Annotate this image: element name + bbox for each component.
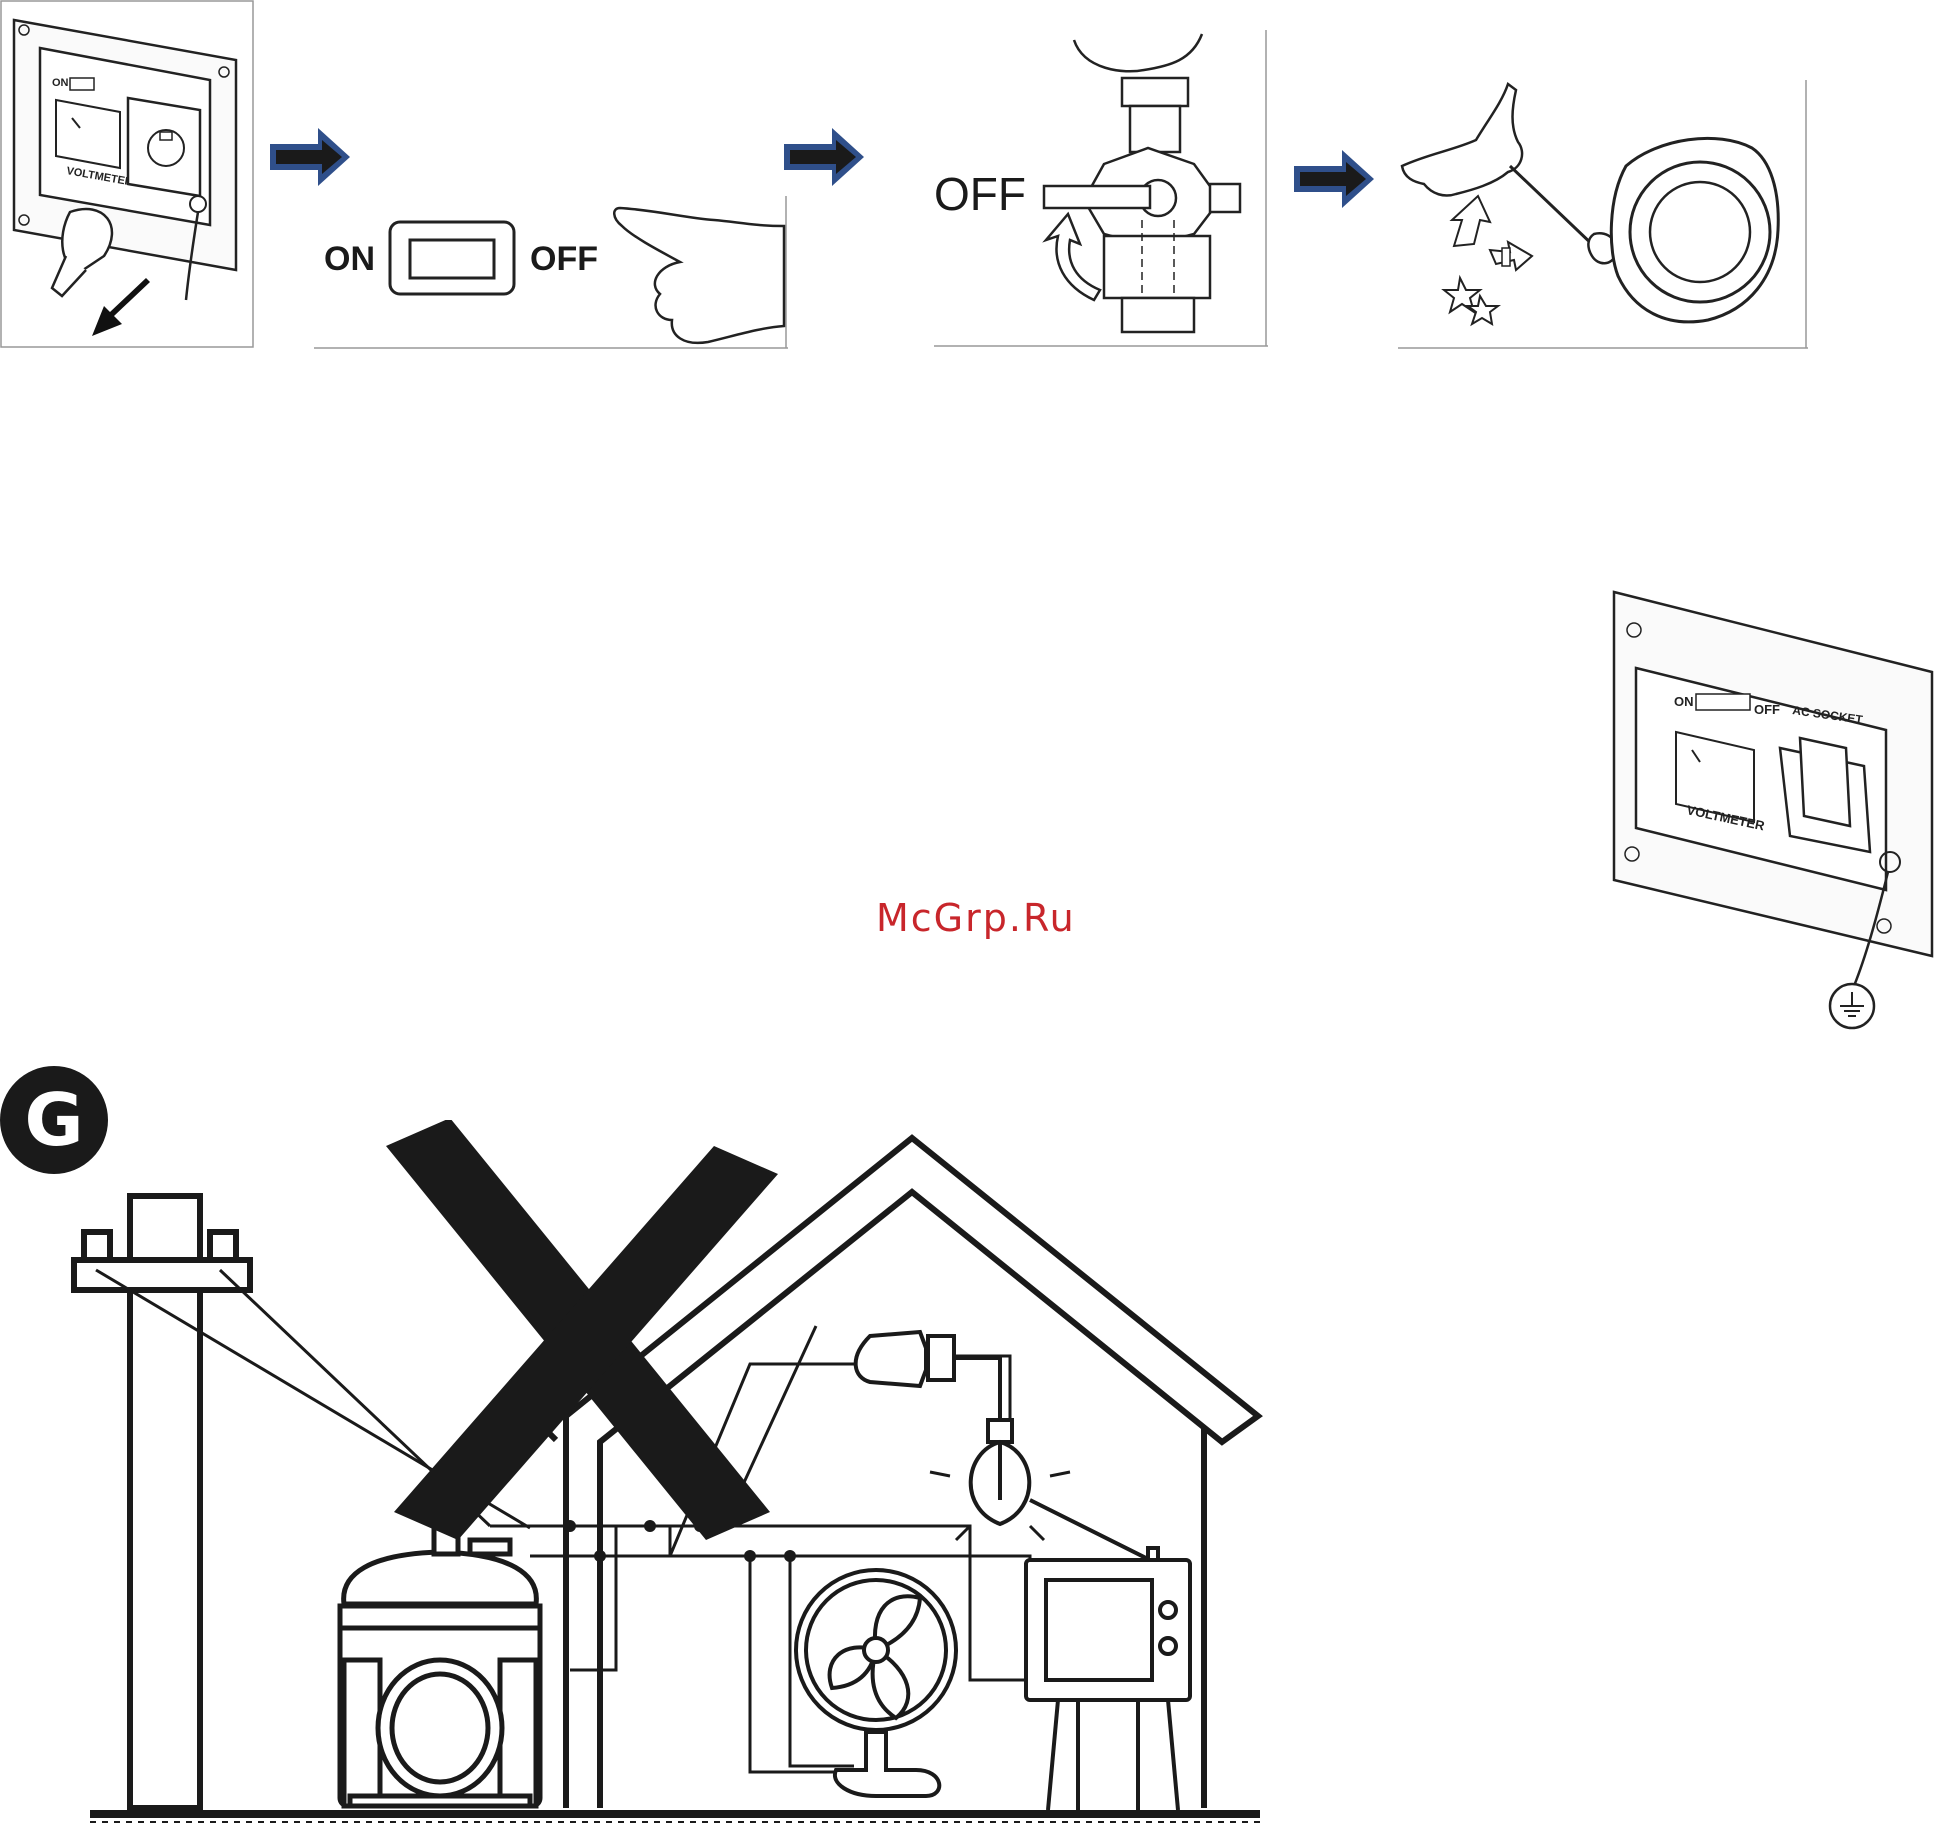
hand-icon xyxy=(1402,84,1522,196)
watermark: McGrp.Ru xyxy=(876,896,1076,940)
step2-switch-off-illustration: ON OFF xyxy=(314,196,790,350)
pointing-hand-icon xyxy=(614,208,784,343)
step2-off-label: OFF xyxy=(530,240,598,278)
earth-terminal-panel-illustration: ON OFF AC SOCKET VOLTMETER xyxy=(1604,590,1934,1036)
panel2-off-label: OFF xyxy=(1754,702,1780,717)
rotate-arrow-icon xyxy=(1046,214,1100,300)
step1-unplug-illustration: ON VOLTMETER xyxy=(0,0,256,350)
step4-engine-stop-illustration xyxy=(1398,80,1810,350)
step3-off-label: OFF xyxy=(934,168,1026,220)
step1-on-label: ON xyxy=(52,77,69,89)
no-mains-connection-diagram xyxy=(70,1120,1270,1836)
step3-fuel-valve-illustration: OFF xyxy=(934,30,1270,350)
light-socket-icon xyxy=(856,1332,926,1386)
step2-on-label: ON xyxy=(324,240,375,278)
step-arrow-3 xyxy=(1292,148,1376,210)
panel2-on-label: ON xyxy=(1674,694,1694,709)
step-arrow-2 xyxy=(782,126,866,188)
step-arrow-1 xyxy=(268,126,352,188)
